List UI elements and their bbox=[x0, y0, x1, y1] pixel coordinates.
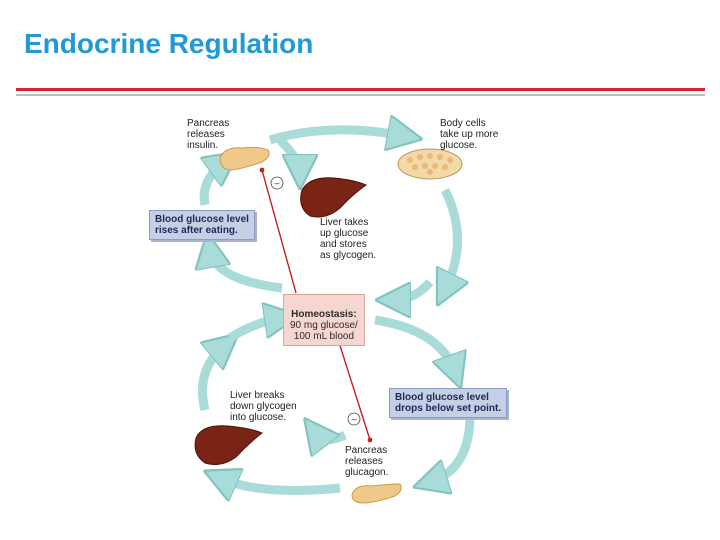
arrow-insulin-to-cells bbox=[268, 130, 405, 140]
inhibit-symbol-top: – bbox=[274, 178, 279, 188]
body-cells-label: Body cells take up more glucose. bbox=[440, 118, 499, 151]
arrow-to-homeostasis-left bbox=[227, 318, 282, 342]
arrow-drops-down bbox=[430, 419, 475, 482]
arrow-to-homeostasis-right bbox=[393, 278, 434, 300]
arrow-homeostasis-down-right bbox=[374, 315, 455, 372]
title-rule-red bbox=[16, 88, 705, 91]
rises-after-eating-box: Blood glucose level rises after eating. bbox=[149, 210, 255, 240]
pancreas-icon bbox=[351, 483, 402, 504]
body-cells-icon bbox=[397, 148, 463, 180]
slide-title: Endocrine Regulation bbox=[24, 28, 314, 59]
drops-below-set-point-box: Blood glucose level drops below set poin… bbox=[389, 388, 508, 418]
pancreas-icon bbox=[219, 146, 270, 171]
pancreas-glucagon-label: Pancreas releases glucagon. bbox=[345, 445, 389, 478]
arrow-cells-down bbox=[445, 187, 458, 290]
pancreas-insulin-label: Pancreas releases insulin. bbox=[187, 118, 230, 151]
lower-cycle-arrows bbox=[198, 315, 475, 490]
arrow-homeostasis-up-left bbox=[210, 250, 283, 293]
title-rule-gray bbox=[16, 94, 705, 96]
homeostasis-value: 90 mg glucose/ 100 mL blood bbox=[290, 320, 358, 342]
liver-icon bbox=[194, 425, 263, 465]
liver-breaks-glycogen-label: Liver breaks down glycogen into glucose. bbox=[230, 390, 297, 423]
arrow-liver-up bbox=[198, 345, 226, 412]
homeostasis-title: Homeostasis: bbox=[291, 309, 357, 320]
arrow-glucagon-to-liver bbox=[220, 478, 341, 490]
inhibit-symbol-bottom: – bbox=[351, 414, 356, 424]
arrow-pancreas-to-liver bbox=[276, 136, 300, 172]
homeostasis-box: Homeostasis:90 mg glucose/ 100 mL blood bbox=[283, 294, 365, 346]
liver-takes-glucose-label: Liver takes up glucose and stores as gly… bbox=[320, 217, 377, 261]
liver-icon bbox=[300, 177, 367, 218]
arrow-glucagon-to-liver-short bbox=[315, 432, 348, 439]
inhibition-lines bbox=[259, 167, 373, 443]
arrow-rises-up bbox=[199, 162, 225, 206]
